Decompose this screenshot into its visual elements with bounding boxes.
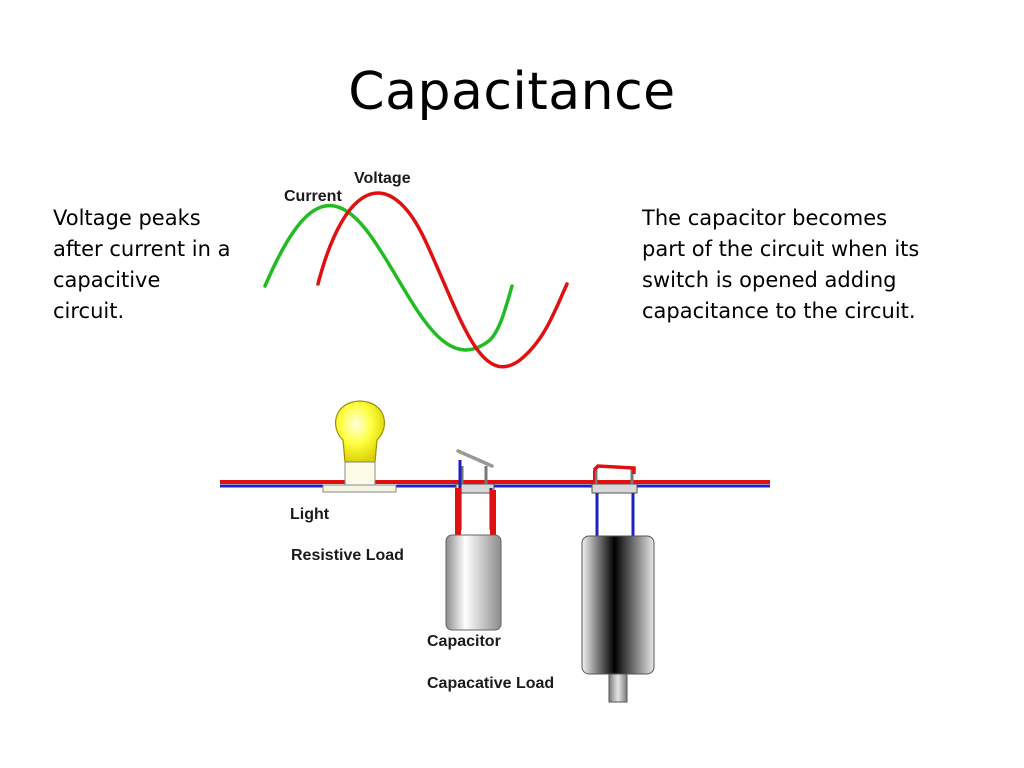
right-description: The capacitor becomes part of the circui… xyxy=(642,206,920,323)
current-label: Current xyxy=(284,188,342,205)
voltage-label: Voltage xyxy=(354,170,411,187)
slide-title: Capacitance xyxy=(348,62,676,122)
light-bulb xyxy=(322,400,397,493)
main-wire xyxy=(220,480,770,488)
voltage-wave xyxy=(316,191,569,369)
left-description: Voltage peaks after current in a capacit… xyxy=(53,206,231,323)
light-label: Light xyxy=(290,506,330,523)
waveform-graph: Current Voltage xyxy=(263,170,569,369)
resistive-load-label: Resistive Load xyxy=(291,547,404,564)
current-wave xyxy=(263,203,514,352)
capacitor-label: Capacitor xyxy=(427,633,501,650)
capacitive-load-label: Capacative Load xyxy=(427,675,554,692)
capacitor-body xyxy=(445,534,502,631)
load-switch xyxy=(591,464,638,537)
motor-load xyxy=(581,535,655,703)
